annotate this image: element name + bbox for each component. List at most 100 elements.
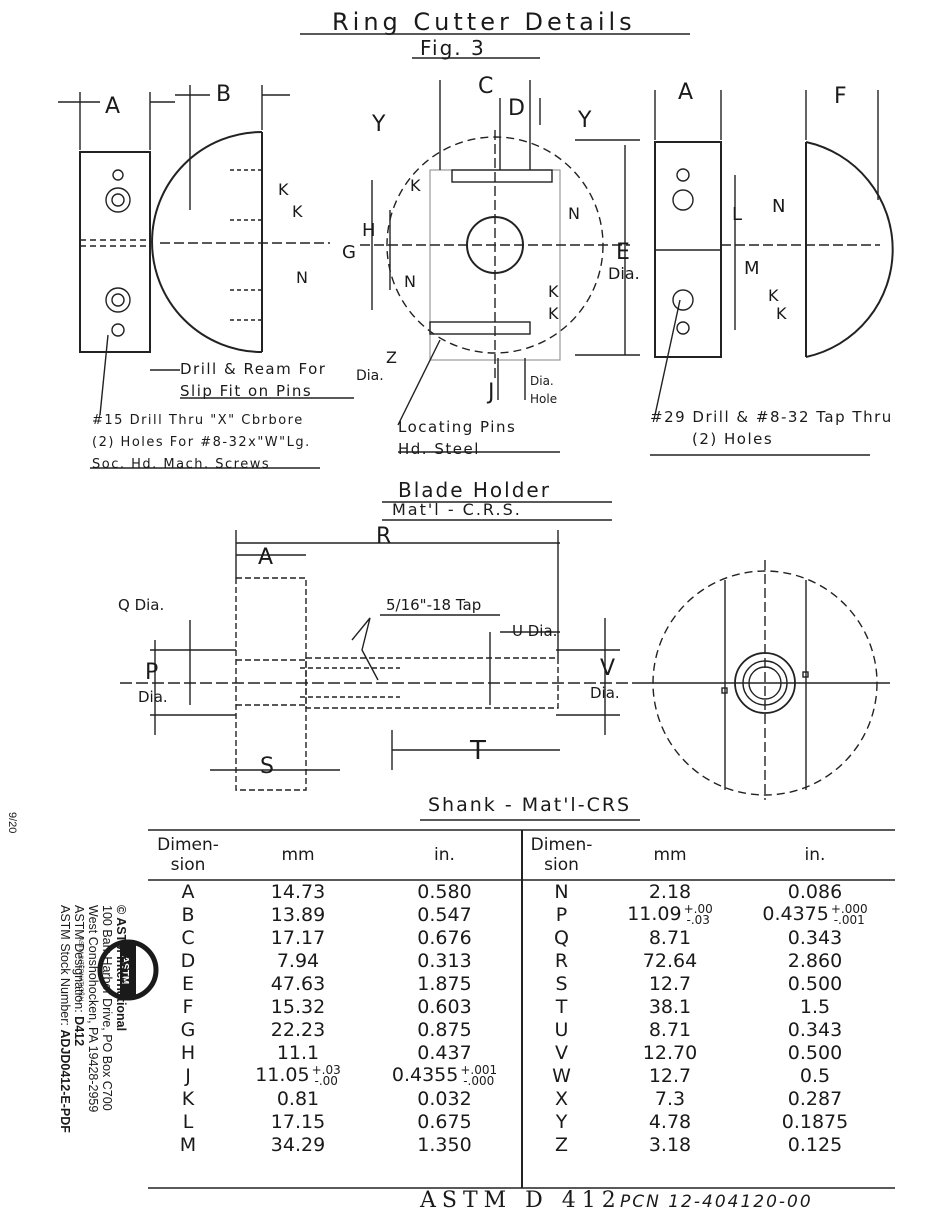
cell-value: M	[179, 1133, 197, 1156]
cell-value: G	[180, 1018, 196, 1041]
cell-value: 1.350	[417, 1133, 472, 1156]
cell-value: 2.18	[648, 880, 692, 903]
dim-label-v-dia: Dia.	[590, 684, 620, 702]
astm-copyright: © ASTM International	[114, 905, 128, 1032]
cell-value: 17.17	[270, 926, 326, 949]
dim-label-q-dia: Q Dia.	[118, 596, 165, 614]
astm-info: © ASTM International 100 Barr Harbor Dri…	[58, 905, 128, 1165]
header-in: in.	[368, 830, 523, 880]
tolerance-plus: +.000	[830, 901, 868, 916]
cell-in: 0.603	[368, 995, 523, 1018]
cell-value: 1.5	[799, 995, 831, 1018]
cell-value: 11.05	[255, 1064, 310, 1087]
cell-value: 12.7	[648, 1064, 692, 1087]
note-line: Hd. Steel	[398, 440, 480, 458]
astm-logo: ASTM ASTM INTERNATIONAL	[73, 930, 160, 1010]
dim-label-e: E	[616, 240, 630, 265]
cell-value: S	[555, 972, 568, 995]
note-line: Drill & Ream For	[180, 360, 327, 378]
cell-value: Z	[554, 1133, 569, 1156]
cell-value: 0.287	[787, 1087, 843, 1110]
cell-value: Q	[554, 926, 569, 949]
astm-address-1: 100 Barr Harbor Drive, PO Box C700	[100, 905, 114, 1111]
dim-label-t: T	[470, 736, 486, 766]
dim-label-k: K	[768, 286, 779, 305]
cell-value: 11.1	[276, 1041, 320, 1064]
tolerance-minus: -.001	[833, 912, 865, 927]
cell-value: E	[181, 972, 194, 995]
cell-in: 0.500	[740, 1041, 890, 1064]
dim-label-a: A	[105, 94, 121, 119]
dim-label-a2: A	[678, 80, 694, 105]
cell-mm: 17.17	[228, 926, 368, 949]
cell-mm: 38.1	[600, 995, 740, 1018]
drawing-title: Ring Cutter Details	[332, 8, 636, 36]
cell-mm: 4.78	[600, 1110, 740, 1133]
cell-value: W	[552, 1064, 571, 1087]
cell-value: 0.547	[417, 903, 472, 926]
cell-value: 8.71	[648, 1018, 692, 1041]
cell-dim: W	[522, 1064, 600, 1087]
cell-dim: R	[522, 949, 600, 972]
cell-value: 38.1	[648, 995, 692, 1018]
table-header-row: Dimen-sion mm in. Dimen-sion mm in.	[148, 830, 890, 880]
cell-dim: Y	[522, 1110, 600, 1133]
dim-label-l: L	[732, 204, 743, 225]
cell-in: 0.4375+.000-.001	[740, 903, 890, 926]
cell-dim: L	[148, 1110, 228, 1133]
cell-value: 0.500	[787, 1041, 843, 1064]
cell-value: 17.15	[270, 1110, 326, 1133]
cell-value: 0.032	[417, 1087, 472, 1110]
dim-label-k: K	[776, 304, 787, 323]
dim-label-k: K	[292, 202, 303, 221]
header-in: in.	[804, 845, 826, 865]
cell-value: U	[554, 1018, 569, 1041]
cell-mm: 34.29	[228, 1133, 368, 1156]
dim-label-y-left: Y	[372, 112, 386, 137]
cell-in: 0.086	[740, 880, 890, 903]
astm-stock: ASTM Stock Number: ADJD0412-E-PDF	[58, 905, 72, 1165]
cell-mm: 8.71	[600, 926, 740, 949]
note-line: #15 Drill Thru "X" Cbrbore	[92, 413, 304, 428]
tolerance: +.00-.03	[684, 903, 713, 926]
cell-mm: 11.09+.00-.03	[600, 903, 740, 926]
cell-dim: Z	[522, 1133, 600, 1156]
note-line: (2) Holes For #8-32x"W"Lg.	[92, 435, 311, 450]
cell-value: 0.675	[417, 1110, 472, 1133]
cell-value: 0.81	[276, 1087, 320, 1110]
note-line: Soc. Hd. Mach. Screws	[92, 457, 271, 472]
header-dimension: Dimen-sion	[157, 835, 219, 875]
dim-label-n: N	[568, 204, 580, 223]
cell-value: Y	[555, 1110, 568, 1133]
cell-value: X	[554, 1087, 569, 1110]
cell-in: 0.547	[368, 903, 523, 926]
cell-in: 0.5	[740, 1064, 890, 1087]
cell-value: 0.875	[417, 1018, 472, 1041]
dim-label-k: K	[548, 304, 559, 323]
cell-value: N	[554, 880, 569, 903]
cell-dim: P	[522, 903, 600, 926]
cell-value: 0.343	[787, 926, 843, 949]
cell-mm: 11.05+.03-.00	[228, 1064, 368, 1087]
tolerance: +.001-.000	[460, 1064, 497, 1087]
cell-value: L	[182, 1110, 194, 1133]
dim-label-u-dia: U Dia.	[512, 622, 558, 640]
dim-label-z-dia: Dia.	[356, 368, 384, 384]
footer-pcn: PCN 12-404120-00	[620, 1192, 813, 1212]
astm-stock-label: ASTM Stock Number:	[58, 905, 72, 1026]
blade-holder-material: Mat'l - C.R.S.	[392, 500, 522, 519]
dim-label-b: B	[216, 82, 232, 107]
cell-value: 0.313	[417, 949, 472, 972]
cell-value: 0.125	[787, 1133, 843, 1156]
note-drill-29: #29 Drill & #8-32 Tap Thru (2) Holes	[650, 406, 893, 450]
astm-designation-label: ASTM Designation:	[72, 905, 86, 1013]
cell-mm: 8.71	[600, 1018, 740, 1041]
